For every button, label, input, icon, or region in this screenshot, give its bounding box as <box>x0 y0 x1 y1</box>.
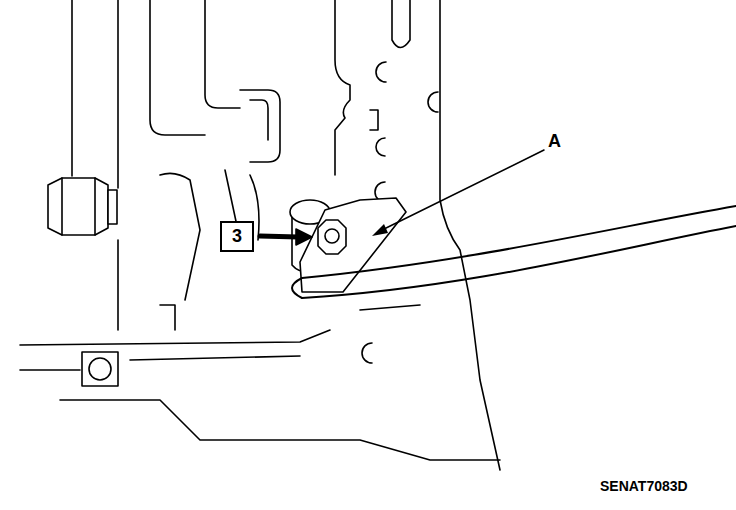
part-label: A <box>546 131 563 152</box>
figure-code: SENAT7083D <box>598 478 690 494</box>
callout-box: 3 <box>220 221 254 252</box>
callout-number: 3 <box>232 226 242 247</box>
